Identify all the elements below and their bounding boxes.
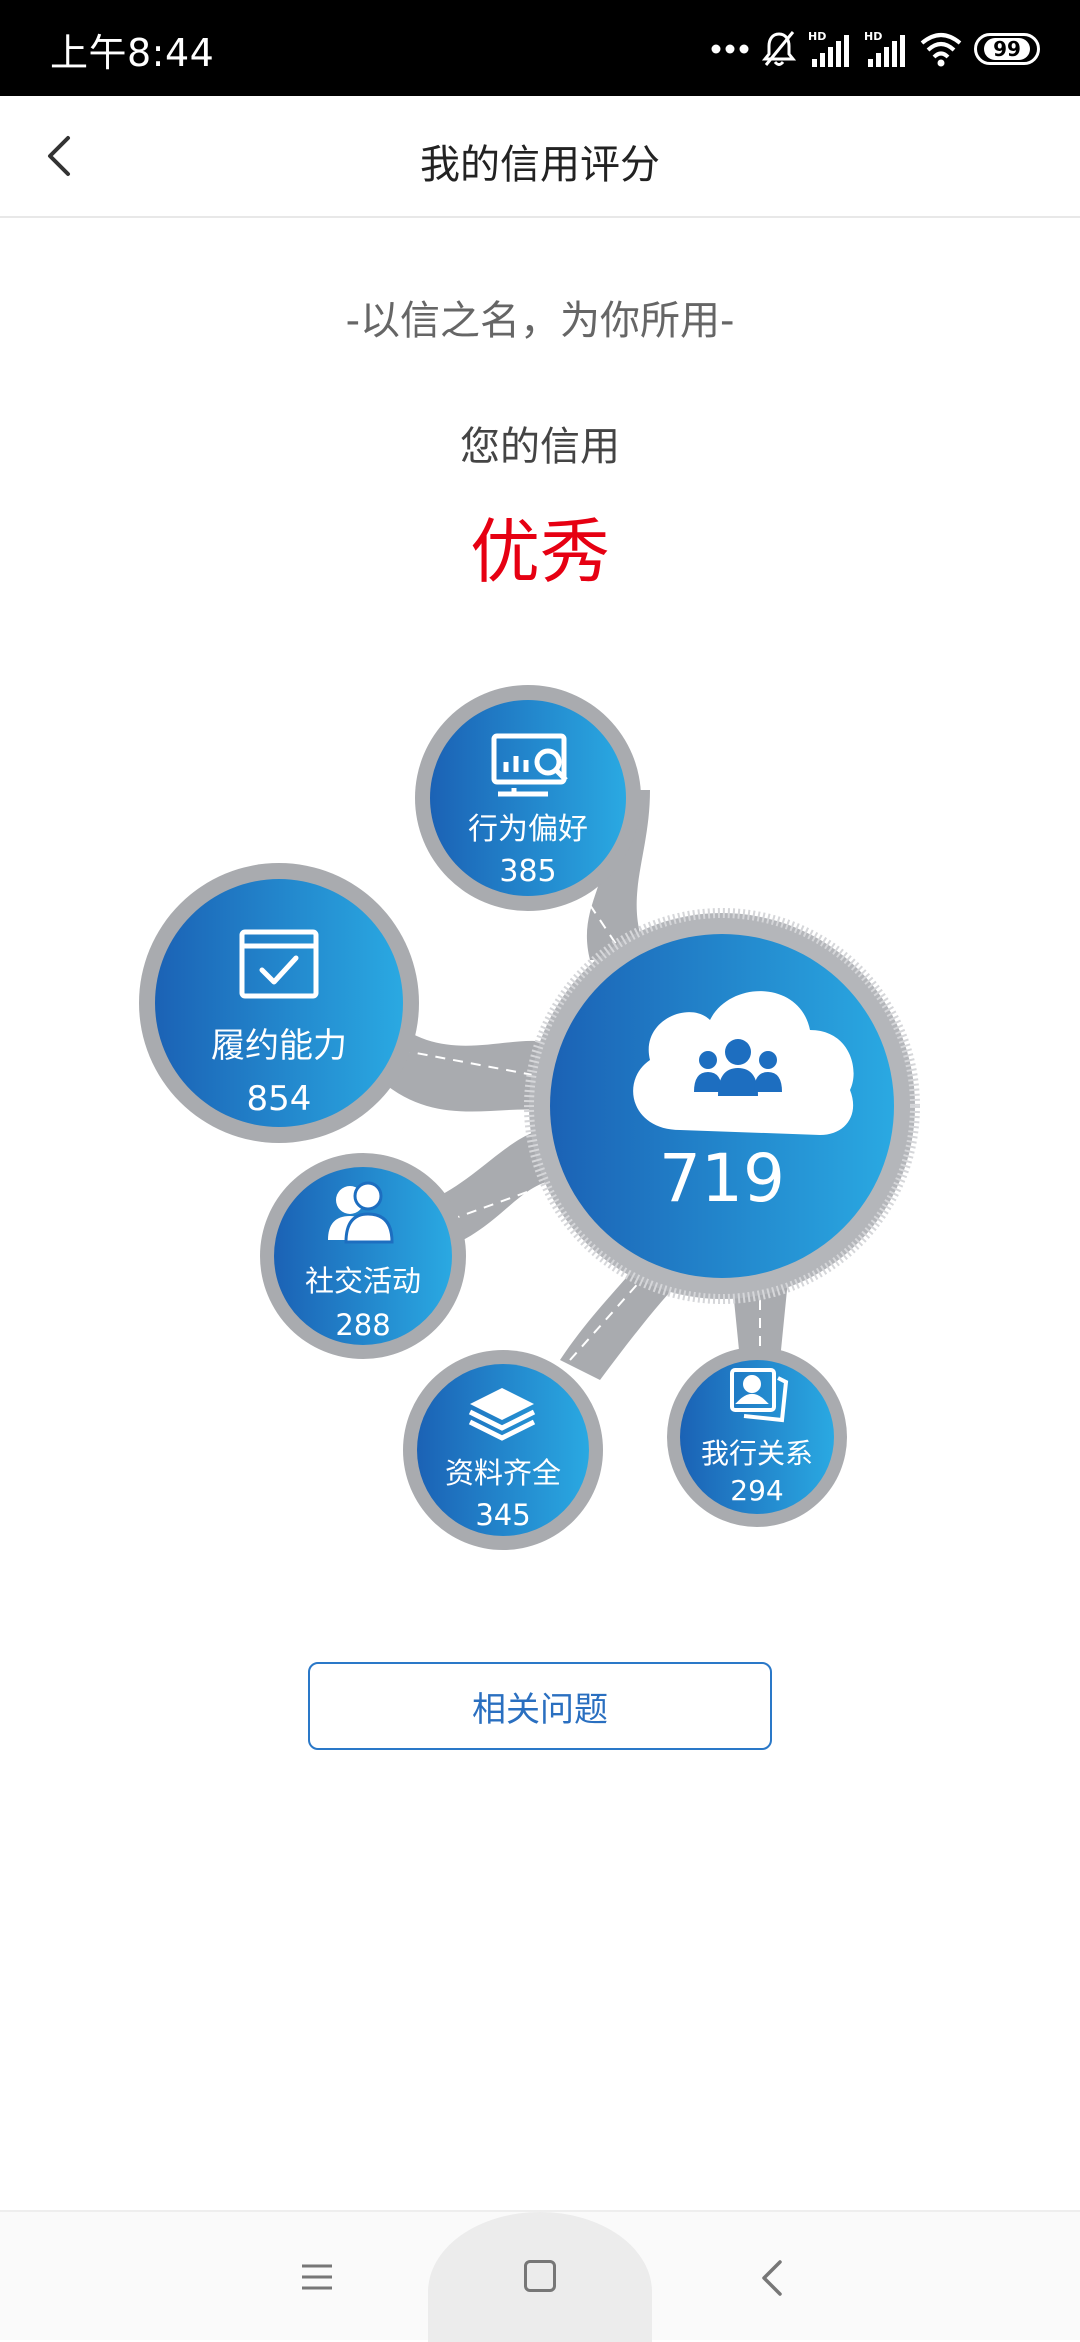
credit-score-diagram: 行为偏好 385 履约能力 854 社交活动 288 资料齐全 345 我行关系… (0, 660, 1080, 1580)
node-fulfillment (155, 879, 403, 1127)
node-profile-label: 资料齐全 (444, 1456, 561, 1490)
signal-hd-icon: HD (808, 30, 849, 67)
home-button-area[interactable] (428, 2212, 652, 2342)
credit-grade: 优秀 (470, 511, 610, 593)
layers-icon (468, 1388, 536, 1441)
back-arrow-icon[interactable] (30, 126, 90, 186)
system-nav-bar (0, 2210, 1080, 2342)
diagram-graphics (139, 685, 920, 1550)
credit-label: 您的信用 (460, 424, 620, 470)
node-social-text[interactable]: 社交活动 288 (263, 1258, 463, 1342)
node-social-label: 社交活动 (304, 1264, 421, 1298)
total-score: 719 (659, 1140, 785, 1217)
node-bank-text[interactable]: 我行关系 294 (667, 1432, 847, 1507)
node-fulfillment-label: 履约能力 (211, 1026, 347, 1066)
system-back-icon[interactable] (752, 2256, 792, 2300)
node-bank-score: 294 (730, 1474, 784, 1507)
node-bank-label: 我行关系 (700, 1437, 813, 1470)
node-behavior (430, 700, 626, 896)
header-bar: 我的信用评分 (0, 96, 1080, 218)
browser-check-icon (239, 929, 319, 999)
battery-level: 99 (984, 38, 1030, 60)
status-time: 上午8:44 (50, 31, 215, 75)
node-social-score: 288 (335, 1308, 391, 1342)
home-square-icon[interactable] (524, 2260, 556, 2292)
page-title: 我的信用评分 (420, 142, 660, 188)
status-bar: 上午8:44 HD HD 99 (0, 0, 1080, 96)
mute-bell-icon (762, 31, 796, 66)
node-fulfillment-text[interactable]: 履约能力 854 (179, 1018, 379, 1119)
node-social (274, 1167, 452, 1345)
battery-icon: 99 (974, 33, 1040, 65)
status-icons: HD HD 99 (710, 24, 1040, 74)
node-profile-text[interactable]: 资料齐全 345 (403, 1450, 603, 1532)
node-behavior-text[interactable]: 行为偏好 385 (428, 804, 628, 889)
menu-lines-icon[interactable] (300, 2262, 334, 2292)
wifi-icon (920, 33, 962, 67)
svg-text:HD: HD (864, 30, 882, 43)
node-profile (417, 1364, 589, 1536)
node-behavior-score: 385 (499, 854, 557, 889)
chart-search-icon (491, 733, 568, 797)
more-dots-icon (711, 44, 749, 54)
cloud-people-icon (633, 991, 854, 1135)
people-icon (328, 1181, 394, 1244)
node-bank (680, 1360, 834, 1514)
contact-cards-icon (730, 1368, 789, 1423)
svg-text:HD: HD (808, 30, 826, 43)
signal-hd-icon-2: HD (864, 30, 905, 67)
slogan-text: -以信之名，为你所用- (345, 298, 735, 344)
main-node-ticks (524, 908, 920, 1304)
node-behavior-label: 行为偏好 (468, 812, 588, 847)
related-questions-button[interactable]: 相关问题 (308, 1662, 772, 1750)
node-fulfillment-score: 854 (246, 1079, 312, 1119)
node-profile-score: 345 (475, 1498, 531, 1532)
